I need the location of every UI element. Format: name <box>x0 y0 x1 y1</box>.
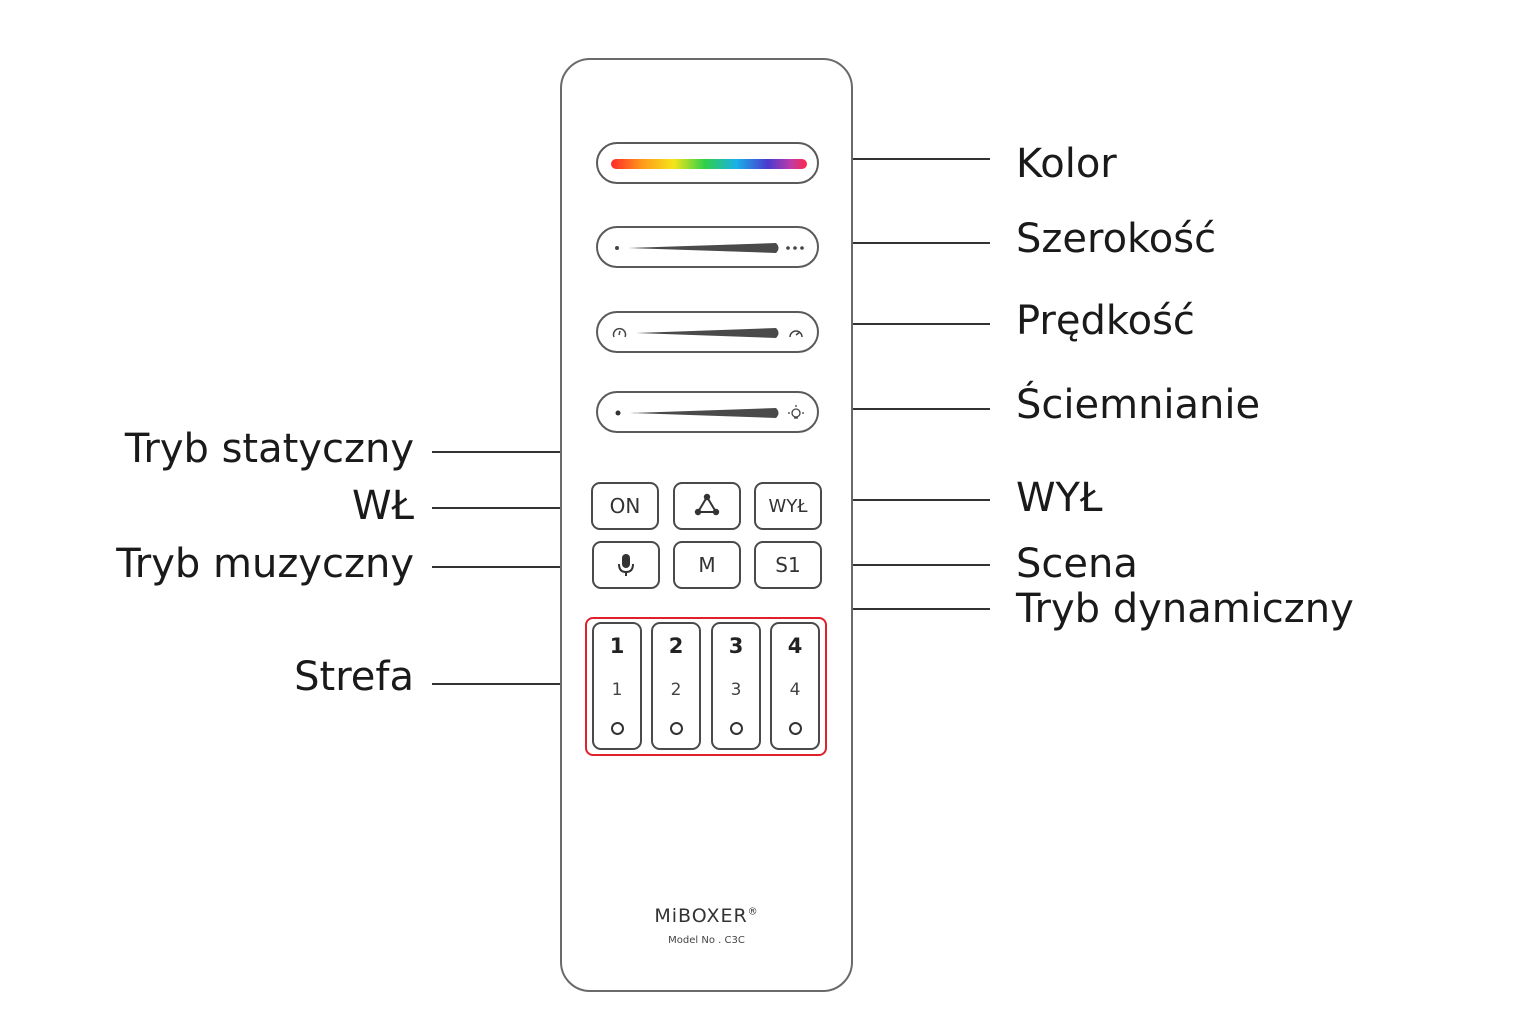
label-wyl: WYŁ <box>1016 475 1103 521</box>
dimming-slider[interactable] <box>596 391 819 433</box>
width-slider[interactable] <box>596 226 819 268</box>
dim-dot-icon <box>615 410 621 416</box>
circle-icon <box>670 722 683 735</box>
label-sciemnianie: Ściemnianie <box>1016 382 1261 428</box>
zone-number-small: 4 <box>789 680 801 700</box>
zone-button-3[interactable]: 3 3 <box>711 622 761 750</box>
zone-number-small: 3 <box>730 680 742 700</box>
brand-logo: MiBOXER® <box>560 905 853 927</box>
zone-number: 3 <box>728 634 744 658</box>
zone-button-1[interactable]: 1 1 <box>592 622 642 750</box>
wide-dots-icon <box>786 246 804 250</box>
static-mode-icon <box>694 493 720 516</box>
bulb-icon <box>788 405 804 419</box>
zone-button-4[interactable]: 4 4 <box>770 622 820 750</box>
slider-wedge <box>630 408 779 418</box>
circle-icon <box>730 722 743 735</box>
label-kolor: Kolor <box>1016 141 1117 187</box>
music-mode-button[interactable] <box>592 541 660 589</box>
narrow-dot-icon <box>615 246 619 250</box>
label-tryb-muzyczny: Tryb muzyczny <box>116 541 414 587</box>
color-slider[interactable] <box>596 142 819 184</box>
off-button[interactable]: WYŁ <box>754 482 822 530</box>
label-wl: WŁ <box>351 483 414 529</box>
slider-wedge <box>636 328 779 338</box>
off-button-label: WYŁ <box>768 495 808 517</box>
label-tryb-statyczny: Tryb statyczny <box>124 426 414 472</box>
model-number: Model No . C3C <box>668 935 745 946</box>
on-button[interactable]: ON <box>591 482 659 530</box>
zone-number-small: 2 <box>670 680 682 700</box>
slow-icon <box>612 327 627 338</box>
scene-button[interactable]: S1 <box>754 541 822 589</box>
zone-button-2[interactable]: 2 2 <box>651 622 701 750</box>
rainbow-bar <box>611 159 807 169</box>
label-strefa: Strefa <box>294 654 414 700</box>
slider-wedge <box>628 243 779 253</box>
fast-icon <box>789 330 803 338</box>
speed-slider[interactable] <box>596 311 819 353</box>
label-scena: Scena <box>1016 541 1138 587</box>
label-szerokosc: Szerokość <box>1016 216 1217 262</box>
dynamic-mode-button[interactable]: M <box>673 541 741 589</box>
zone-highlight-frame <box>585 617 827 756</box>
brand-name: MiBOXER <box>654 905 748 927</box>
label-predkosc: Prędkość <box>1016 298 1195 344</box>
zone-number: 4 <box>787 634 803 658</box>
dynamic-mode-label: M <box>698 553 716 577</box>
static-mode-button[interactable] <box>673 482 741 530</box>
label-tryb-dynamiczny: Tryb dynamiczny <box>1016 586 1354 632</box>
zone-number: 1 <box>609 634 625 658</box>
scene-button-label: S1 <box>775 553 801 577</box>
on-button-label: ON <box>609 494 641 518</box>
zone-number: 2 <box>668 634 684 658</box>
registered-mark: ® <box>747 906 759 918</box>
circle-icon <box>611 722 624 735</box>
zone-number-small: 1 <box>611 680 623 700</box>
circle-icon <box>789 722 802 735</box>
microphone-icon <box>618 554 634 576</box>
